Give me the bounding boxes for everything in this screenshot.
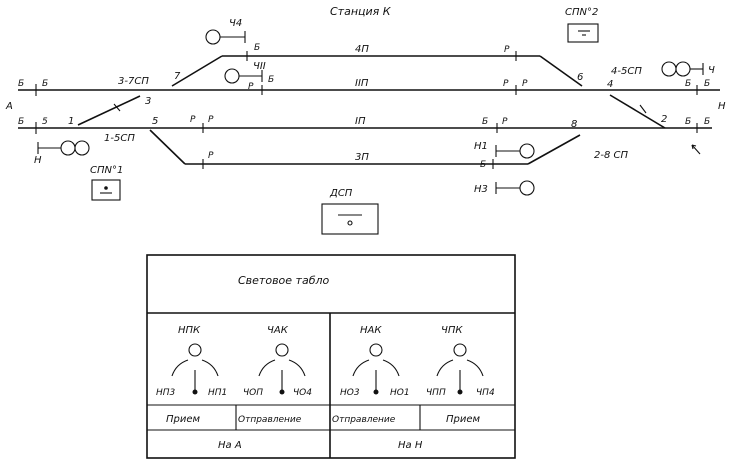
- spn2-label: СПN°2: [565, 7, 598, 18]
- signal-h1-label: Н1: [474, 141, 488, 152]
- svg-text:Р: Р: [190, 115, 196, 125]
- switch-1: 1: [68, 116, 74, 127]
- signal-h-left-label: Н: [34, 155, 42, 166]
- signal-chii-label: ЧII: [253, 61, 266, 72]
- svg-text:ЧПП: ЧПП: [426, 388, 446, 398]
- svg-text:ЧАК: ЧАК: [267, 325, 289, 336]
- section-28-label: 2-8 СП: [594, 150, 628, 161]
- svg-text:Б: Б: [704, 79, 710, 89]
- track-1p-label: IП: [355, 116, 366, 127]
- station-title: Станция К: [330, 5, 392, 18]
- svg-text:Б: Б: [480, 160, 486, 170]
- spn1-label: СПN°1: [90, 165, 123, 176]
- svg-text:Р: Р: [208, 151, 214, 161]
- tablo-left-footer: На А: [218, 440, 242, 451]
- section-37-label: 3-7СП: [118, 76, 149, 87]
- svg-text:НП1: НП1: [208, 388, 227, 398]
- svg-text:Б: Б: [685, 79, 691, 89]
- switch-8: 8: [571, 119, 577, 130]
- signal-ch4: Ч4: [205, 18, 246, 45]
- spn2-panel: СПN°2: [565, 7, 599, 43]
- switch-2: 2: [661, 114, 667, 125]
- signal-h1: Н1: [474, 141, 535, 159]
- end-label-a: А: [5, 101, 13, 112]
- switch-6: 6: [577, 72, 583, 83]
- svg-text:Р: Р: [503, 79, 509, 89]
- svg-text:Б: Б: [704, 117, 710, 127]
- signal-ch-right: Ч: [661, 61, 715, 77]
- signal-ch-right-label: Ч: [708, 65, 715, 76]
- svg-text:Б: Б: [254, 43, 260, 53]
- signal-h3: Н3: [474, 180, 535, 196]
- indicator-npk: НПК НП3 НП1: [156, 325, 227, 398]
- switch-5: 5: [152, 116, 158, 127]
- indicator-chak: ЧАК ЧОП ЧО4: [243, 325, 312, 398]
- svg-text:ЧО4: ЧО4: [293, 388, 312, 398]
- svg-text:Р: Р: [502, 117, 508, 127]
- svg-text:Б: Б: [482, 117, 488, 127]
- section-15-label: 1-5СП: [104, 133, 135, 144]
- svg-text:Р: Р: [522, 79, 528, 89]
- tablo-right-footer: На Н: [398, 440, 423, 451]
- tablo-right-mode2: Прием: [446, 414, 481, 425]
- dsp-label: ДСП: [329, 188, 353, 199]
- svg-text:ЧОП: ЧОП: [243, 388, 263, 398]
- insulating-joints: [35, 51, 698, 169]
- svg-text:5: 5: [42, 117, 48, 127]
- svg-text:НО1: НО1: [390, 388, 410, 398]
- svg-text:НО3: НО3: [340, 388, 360, 398]
- svg-text:ЧП4: ЧП4: [476, 388, 495, 398]
- signal-ch4-label: Ч4: [229, 18, 242, 29]
- spn1-panel: СПN°1: [90, 165, 123, 201]
- signal-h-left: Н: [34, 140, 90, 166]
- svg-text:Р: Р: [248, 82, 254, 92]
- svg-text:НПК: НПК: [178, 325, 201, 336]
- track-layout: [18, 55, 720, 165]
- svg-text:Б: Б: [18, 79, 24, 89]
- section-45-label: 4-5СП: [611, 66, 642, 77]
- svg-text:Р: Р: [208, 115, 214, 125]
- svg-text:Р: Р: [504, 45, 510, 55]
- switch-7: 7: [174, 71, 181, 82]
- tablo-left-mode1: Прием: [166, 414, 201, 425]
- svg-text:ЧПК: ЧПК: [441, 325, 463, 336]
- joint-letters: Б Б Б 5 Б Б Р Р Р Р Р Р Р Б Р Б Б Б Б Б: [18, 43, 710, 170]
- svg-text:Б: Б: [18, 117, 24, 127]
- light-tablo: Световое табло НПК НП3 НП1 ЧАК ЧОП ЧО4 Н…: [146, 254, 516, 459]
- indicator-nak: НАК НО3 НО1: [340, 325, 410, 398]
- signal-h3-label: Н3: [474, 184, 488, 195]
- tablo-title: Световое табло: [238, 274, 330, 287]
- track-3p-label: 3П: [355, 152, 369, 163]
- track-2p-label: IIП: [355, 78, 369, 89]
- end-label-h: Н: [718, 101, 726, 112]
- tablo-left-mode2: Отправление: [238, 415, 302, 425]
- svg-text:Б: Б: [42, 79, 48, 89]
- indicator-chpk: ЧПК ЧПП ЧП4: [426, 325, 495, 398]
- dsp-panel: ДСП: [321, 188, 379, 235]
- svg-text:Б: Б: [268, 75, 274, 85]
- svg-text:Б: Б: [685, 117, 691, 127]
- svg-text:НП3: НП3: [156, 388, 176, 398]
- tablo-right-mode1: Отправление: [332, 415, 396, 425]
- track-4p-label: 4П: [355, 44, 369, 55]
- switch-3: 3: [145, 96, 151, 107]
- switch-4: 4: [607, 79, 613, 90]
- svg-text:НАК: НАК: [360, 325, 382, 336]
- signal-chii: ЧII: [224, 61, 266, 84]
- arrow-icon: [691, 144, 701, 155]
